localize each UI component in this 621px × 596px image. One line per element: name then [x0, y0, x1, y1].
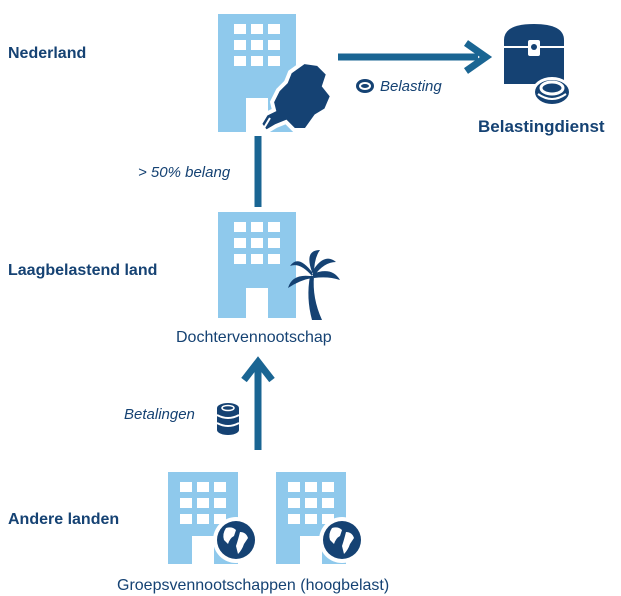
palm-tree-icon — [288, 250, 340, 320]
globe-icon — [319, 517, 365, 563]
tax-flow-arrowhead — [463, 40, 493, 74]
treasure-chest-icon — [504, 24, 564, 84]
tax-coin-icon — [356, 79, 374, 93]
subsidiary-label: Dochtervennootschap — [176, 329, 332, 346]
coin-stack-icon — [216, 403, 240, 435]
region-label-low-tax-country: Laagbelastend land — [8, 262, 158, 279]
tax-authority-label: Belastingdienst — [478, 117, 605, 136]
region-label-other-countries: Andere landen — [8, 511, 120, 528]
payments-flow-label: Betalingen — [124, 406, 195, 423]
ownership-stake-label: > 50% belang — [138, 164, 231, 181]
payment-flow-arrowhead — [241, 356, 275, 383]
globe-icon — [213, 517, 259, 563]
coin-icon — [532, 77, 572, 107]
group-companies-label: Groepsvennootschappen (hoogbelast) — [117, 577, 390, 594]
netherlands-map-icon — [257, 59, 335, 135]
subsidiary-building-icon — [218, 212, 296, 318]
tax-flow-label: Belasting — [380, 78, 442, 95]
region-label-netherlands: Nederland — [8, 45, 87, 62]
